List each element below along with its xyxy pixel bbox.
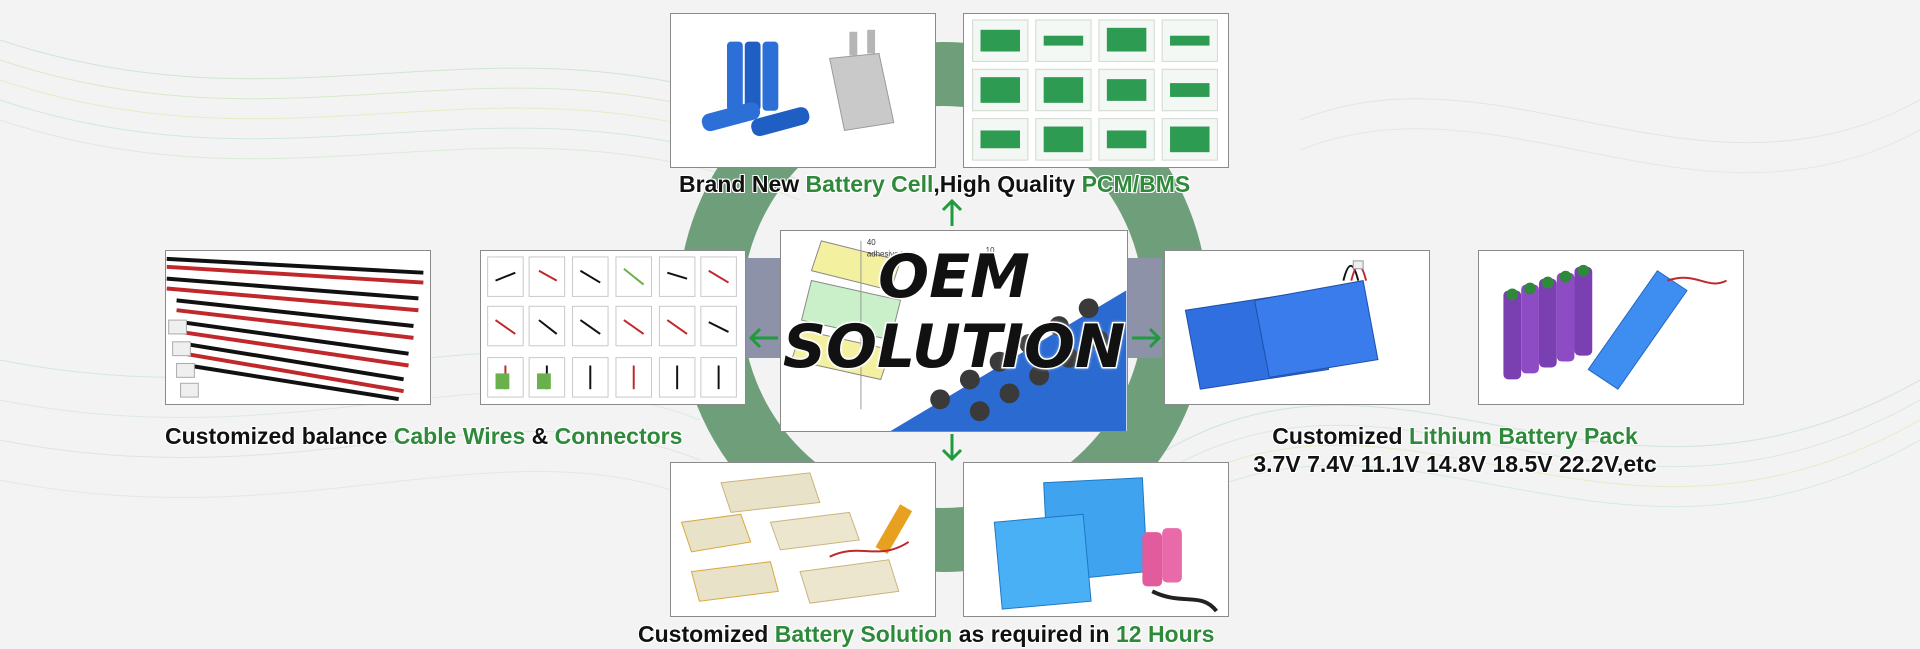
caption-bottom-h1: Battery Solution: [774, 621, 953, 647]
arrow-up-icon: [941, 198, 963, 226]
pcm-bms-photo: [963, 13, 1229, 168]
caption-top: Brand New Battery Cell,High Quality PCM/…: [679, 170, 1190, 198]
assembled-packs-photo: [963, 462, 1229, 617]
caption-right-h1: Lithium Battery Pack: [1408, 423, 1638, 449]
cable-wires-photo: [165, 250, 431, 405]
caption-bottom-p1: Customized: [638, 621, 775, 647]
arrow-down-icon: [941, 434, 963, 462]
caption-left: Customized balance Cable Wires & Connect…: [165, 422, 682, 450]
title-line-2: SOLUTION: [781, 311, 1126, 384]
caption-left-p1: Customized balance: [165, 423, 394, 449]
title-line-1: OEM: [877, 241, 1032, 314]
connectors-photo: [480, 250, 746, 405]
pouch-cells-photo: [670, 462, 936, 617]
caption-top-p2: ,High Quality: [933, 171, 1082, 197]
diagram-label-10: 10: [986, 246, 995, 255]
oem-solution-title: OEM SOLUTION: [780, 241, 1128, 384]
caption-top-h2: PCM/BMS: [1081, 171, 1191, 197]
oem-solution-diagram: 40 adhesive tape 10: [780, 230, 1128, 432]
diagram-label-40: 40: [867, 238, 876, 247]
caption-bottom-p2: as required in: [952, 621, 1116, 647]
caption-right-p1: Customized: [1272, 423, 1409, 449]
caption-left-h2: Connectors: [554, 423, 683, 449]
arrow-right-icon: [1132, 327, 1162, 349]
battery-cell-photo: [670, 13, 936, 168]
caption-right-voltages: 3.7V 7.4V 11.1V 14.8V 18.5V 22.2V,etc: [1253, 451, 1657, 477]
battery-packs-photo: [1478, 250, 1744, 405]
caption-bottom: Customized Battery Solution as required …: [638, 620, 1214, 648]
diagram-label-tape: adhesive tape: [867, 250, 917, 259]
lithium-pack-photo: [1164, 250, 1430, 405]
caption-top-p1: Brand New: [679, 171, 806, 197]
caption-right: Customized Lithium Battery Pack 3.7V 7.4…: [1240, 422, 1670, 478]
caption-bottom-h2: 12 Hours: [1115, 621, 1215, 647]
caption-left-p2: &: [525, 423, 555, 449]
caption-left-h1: Cable Wires: [393, 423, 526, 449]
arrow-left-icon: [748, 327, 778, 349]
caption-top-h1: Battery Cell: [805, 171, 934, 197]
